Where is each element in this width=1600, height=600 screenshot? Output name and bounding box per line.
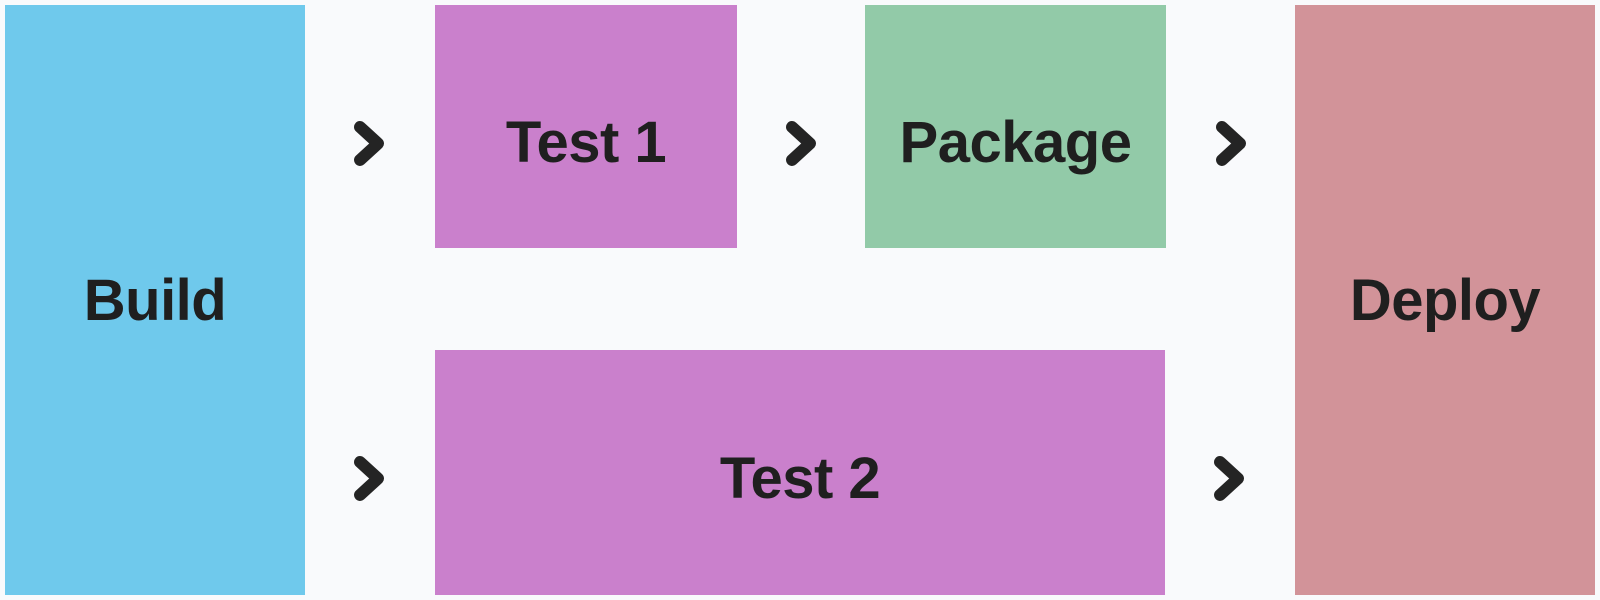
chevron-right-icon <box>781 115 821 171</box>
pipeline-stage-build: Build <box>5 5 305 595</box>
chevron-right-icon <box>1211 115 1251 171</box>
chevron-right-icon <box>349 450 389 506</box>
stage-label-test1: Test 1 <box>505 110 667 175</box>
chevron-right-icon <box>349 115 389 171</box>
pipeline-stage-test2: Test 2 <box>435 350 1165 595</box>
pipeline-stage-test1: Test 1 <box>435 5 737 248</box>
pipeline-stage-package: Package <box>865 5 1166 248</box>
pipeline-stage-deploy: Deploy <box>1295 5 1595 595</box>
stage-label-test2: Test 2 <box>719 446 881 511</box>
stage-label-package: Package <box>899 110 1132 175</box>
chevron-right-icon <box>1209 450 1249 506</box>
stage-label-build: Build <box>83 267 227 333</box>
stage-label-deploy: Deploy <box>1349 267 1541 333</box>
